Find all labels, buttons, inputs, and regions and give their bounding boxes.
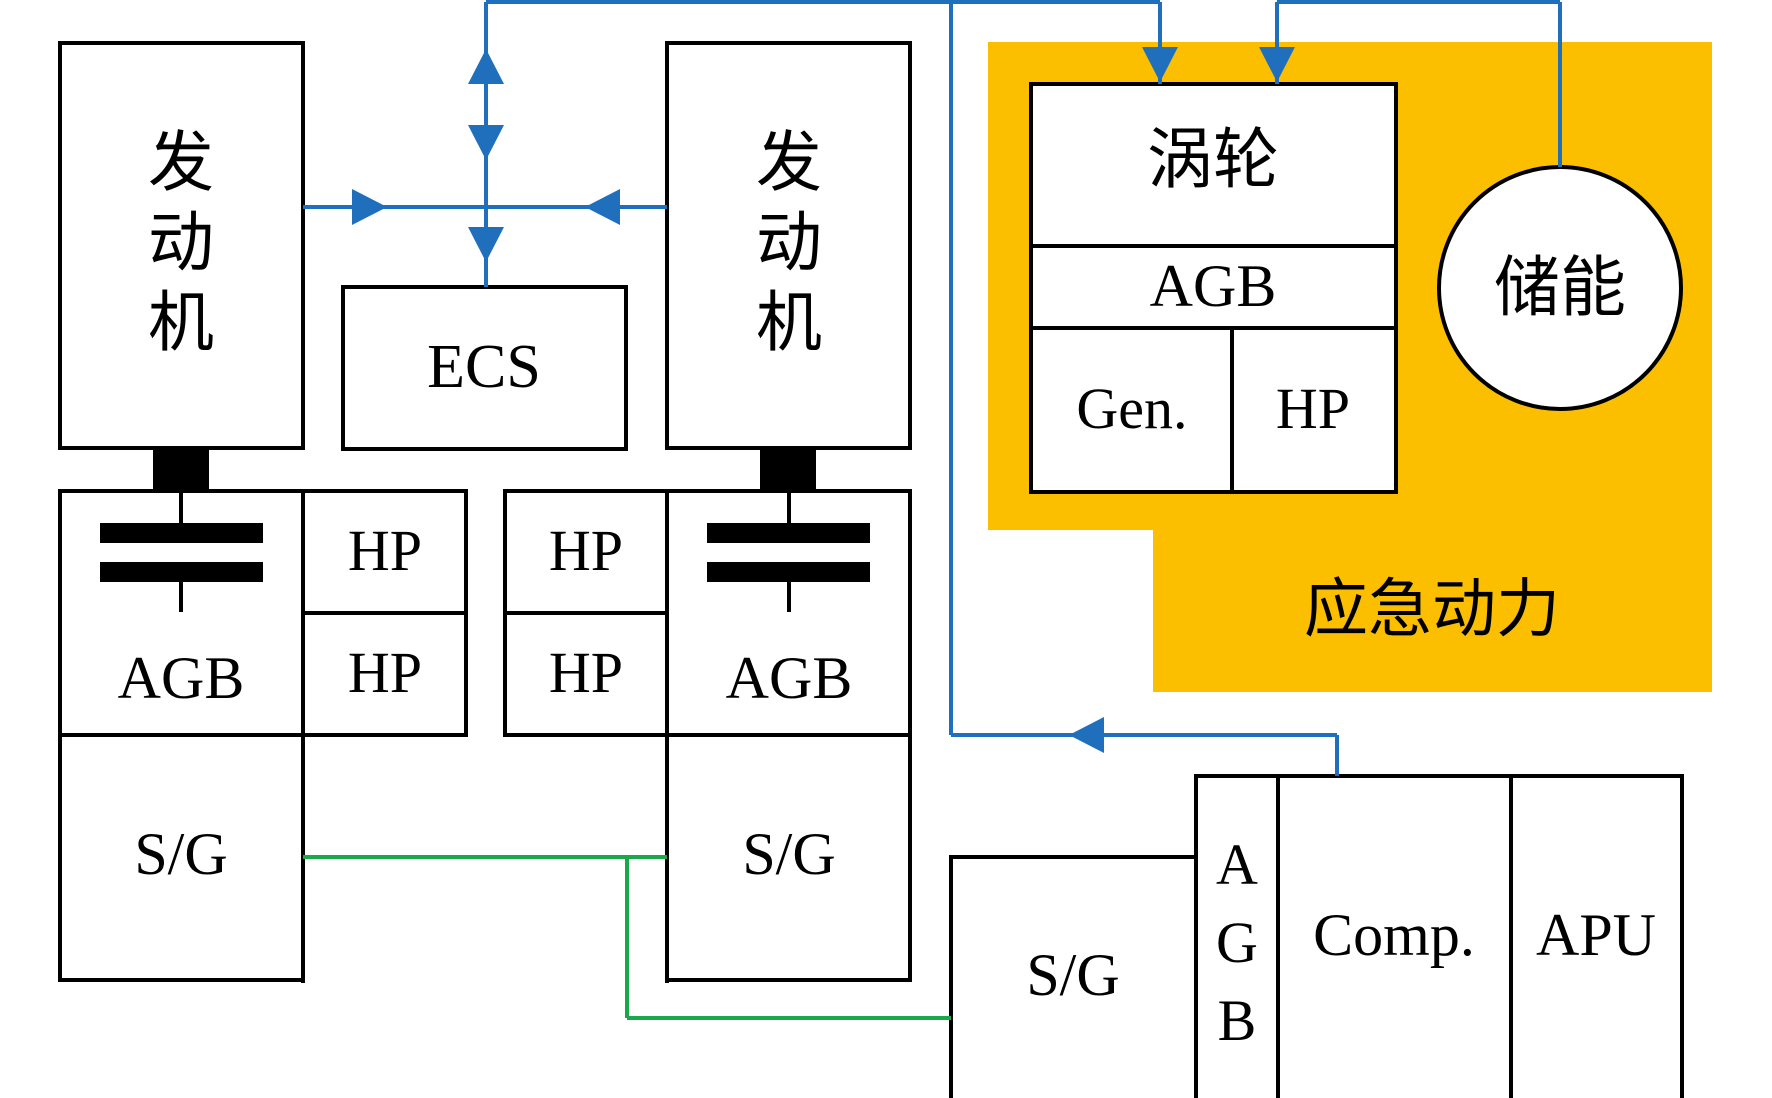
right-sg-label: S/G (742, 821, 835, 887)
right-hp-upper-label: HP (549, 518, 623, 583)
apu-comp-box (1276, 774, 1513, 1098)
apu-agb-label-a: A (1216, 832, 1258, 897)
left-engine-label-2: 动 (148, 207, 214, 280)
emergency-power-label: 应急动力 (1304, 574, 1560, 645)
apu-sg-label: S/G (1026, 942, 1119, 1008)
right-engine-label-2: 动 (756, 207, 822, 280)
left-engine-box (58, 41, 305, 450)
left-sg-box (58, 733, 305, 982)
left-agb-label: AGB (118, 645, 245, 711)
right-engine-shaft (760, 450, 816, 492)
turbine-box (1029, 82, 1398, 494)
arrow-down-upper (468, 125, 504, 160)
left-engine-shaft (153, 450, 209, 492)
apu-label: APU (1536, 902, 1656, 968)
arrow-up-top (468, 49, 504, 84)
right-clutch-upper-plate (707, 523, 870, 543)
turbine-gen-label: Gen. (1076, 376, 1187, 441)
electrical-lines (303, 855, 951, 1020)
arrow-left-engine-to-hub (352, 189, 387, 225)
ecs-box (341, 285, 628, 451)
right-engine-label-1: 发 (756, 127, 822, 200)
turbine-agb-label: AGB (1150, 253, 1277, 319)
arrow-down-to-ecs (468, 227, 504, 262)
left-clutch-upper-plate (100, 523, 263, 543)
right-agb-label: AGB (726, 645, 853, 711)
left-hp-lower-label: HP (348, 640, 422, 705)
apu-sg-box (949, 855, 1198, 1098)
arrow-into-turbine-left (1142, 47, 1178, 82)
arrow-apu-bleed (1069, 717, 1104, 753)
right-hp-lower-label: HP (549, 640, 623, 705)
arrow-right-engine-to-hub (585, 189, 620, 225)
left-engine-label-3: 机 (148, 287, 214, 360)
left-hp-upper-label: HP (348, 518, 422, 583)
right-engine-label-3: 机 (756, 287, 822, 360)
apu-agb-label-g: G (1216, 910, 1258, 975)
ecs-label: ECS (427, 333, 541, 401)
apu-comp-label: Comp. (1313, 902, 1475, 968)
arrow-into-turbine-right (1259, 47, 1295, 82)
left-engine-label-1: 发 (148, 127, 214, 200)
turbine-label: 涡轮 (1147, 124, 1279, 197)
left-clutch-lower-plate (100, 562, 263, 582)
left-sg-label: S/G (134, 821, 227, 887)
right-clutch-lower-plate (707, 562, 870, 582)
apu-box (1509, 774, 1684, 1098)
turbine-hp-label: HP (1276, 376, 1350, 441)
apu-agb-label-b: B (1218, 988, 1257, 1053)
right-engine-box (665, 41, 912, 450)
apu-agb-box (1194, 774, 1280, 1098)
energy-storage-label: 储能 (1494, 252, 1626, 325)
